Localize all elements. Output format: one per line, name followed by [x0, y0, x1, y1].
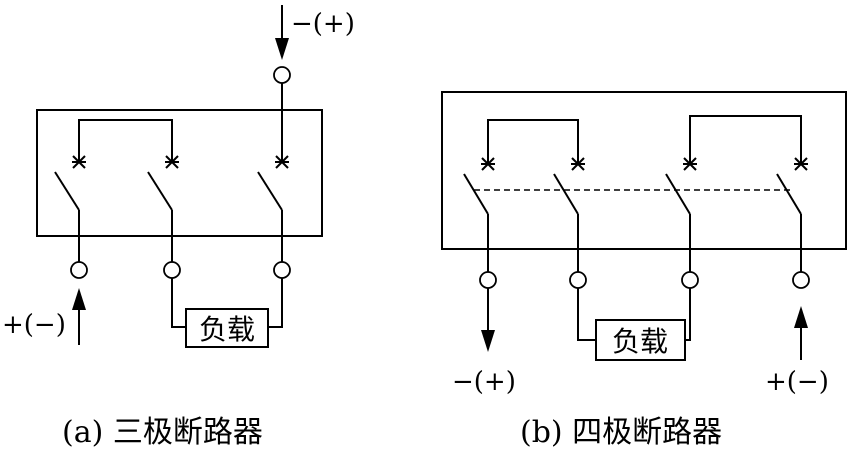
- breaker-housing-a: [36, 109, 323, 237]
- three-pole-breaker: −(+) +(−) 负载 (a) 三极断路器: [2, 5, 355, 450]
- terminal-b1: [479, 271, 497, 289]
- load-wire-left-b: [577, 288, 596, 341]
- bridge-wire-b2: [689, 115, 802, 164]
- left-polarity-label-b: −(+): [452, 367, 516, 397]
- four-pole-breaker: −(+) +(−) 负载 (b) 四极断路器: [441, 91, 847, 450]
- load-label-b: 负载: [612, 325, 668, 358]
- right-polarity-label-b: +(−): [765, 367, 829, 397]
- terminal-a3: [273, 261, 291, 279]
- caption-b: (b) 四极断路器: [520, 415, 722, 450]
- terminal-b2: [569, 271, 587, 289]
- caption-a: (a) 三极断路器: [62, 415, 263, 450]
- output-arrow-b: [481, 288, 495, 352]
- terminal-a1: [70, 261, 88, 279]
- terminal-b3: [681, 271, 699, 289]
- output-arrow-a: [72, 288, 86, 345]
- bridge-wire-a: [78, 119, 173, 162]
- load-wire-right-a: [268, 278, 283, 328]
- breaker-housing-b: [441, 91, 847, 250]
- terminal-a2: [163, 261, 181, 279]
- load-box-a: [185, 308, 269, 348]
- input-arrow-a: [275, 5, 289, 60]
- load-label-a: 负载: [199, 313, 255, 346]
- bottom-polarity-label-a: +(−): [2, 310, 66, 340]
- terminal-a-top: [273, 66, 291, 84]
- terminal-b4: [792, 271, 810, 289]
- pole-a2: [147, 155, 181, 279]
- bridge-wire-b1: [487, 119, 579, 164]
- input-arrow-b: [794, 306, 808, 360]
- load-box-b: [595, 319, 686, 361]
- load-wire-right-b: [685, 288, 691, 341]
- pole-b2: [553, 157, 587, 289]
- top-polarity-label-a: −(+): [291, 9, 355, 39]
- pole-b4: [776, 157, 810, 289]
- pole-a1: [54, 155, 88, 279]
- pole-b3: [665, 157, 699, 289]
- load-wire-left-a: [171, 278, 186, 328]
- pole-b1: [463, 157, 497, 289]
